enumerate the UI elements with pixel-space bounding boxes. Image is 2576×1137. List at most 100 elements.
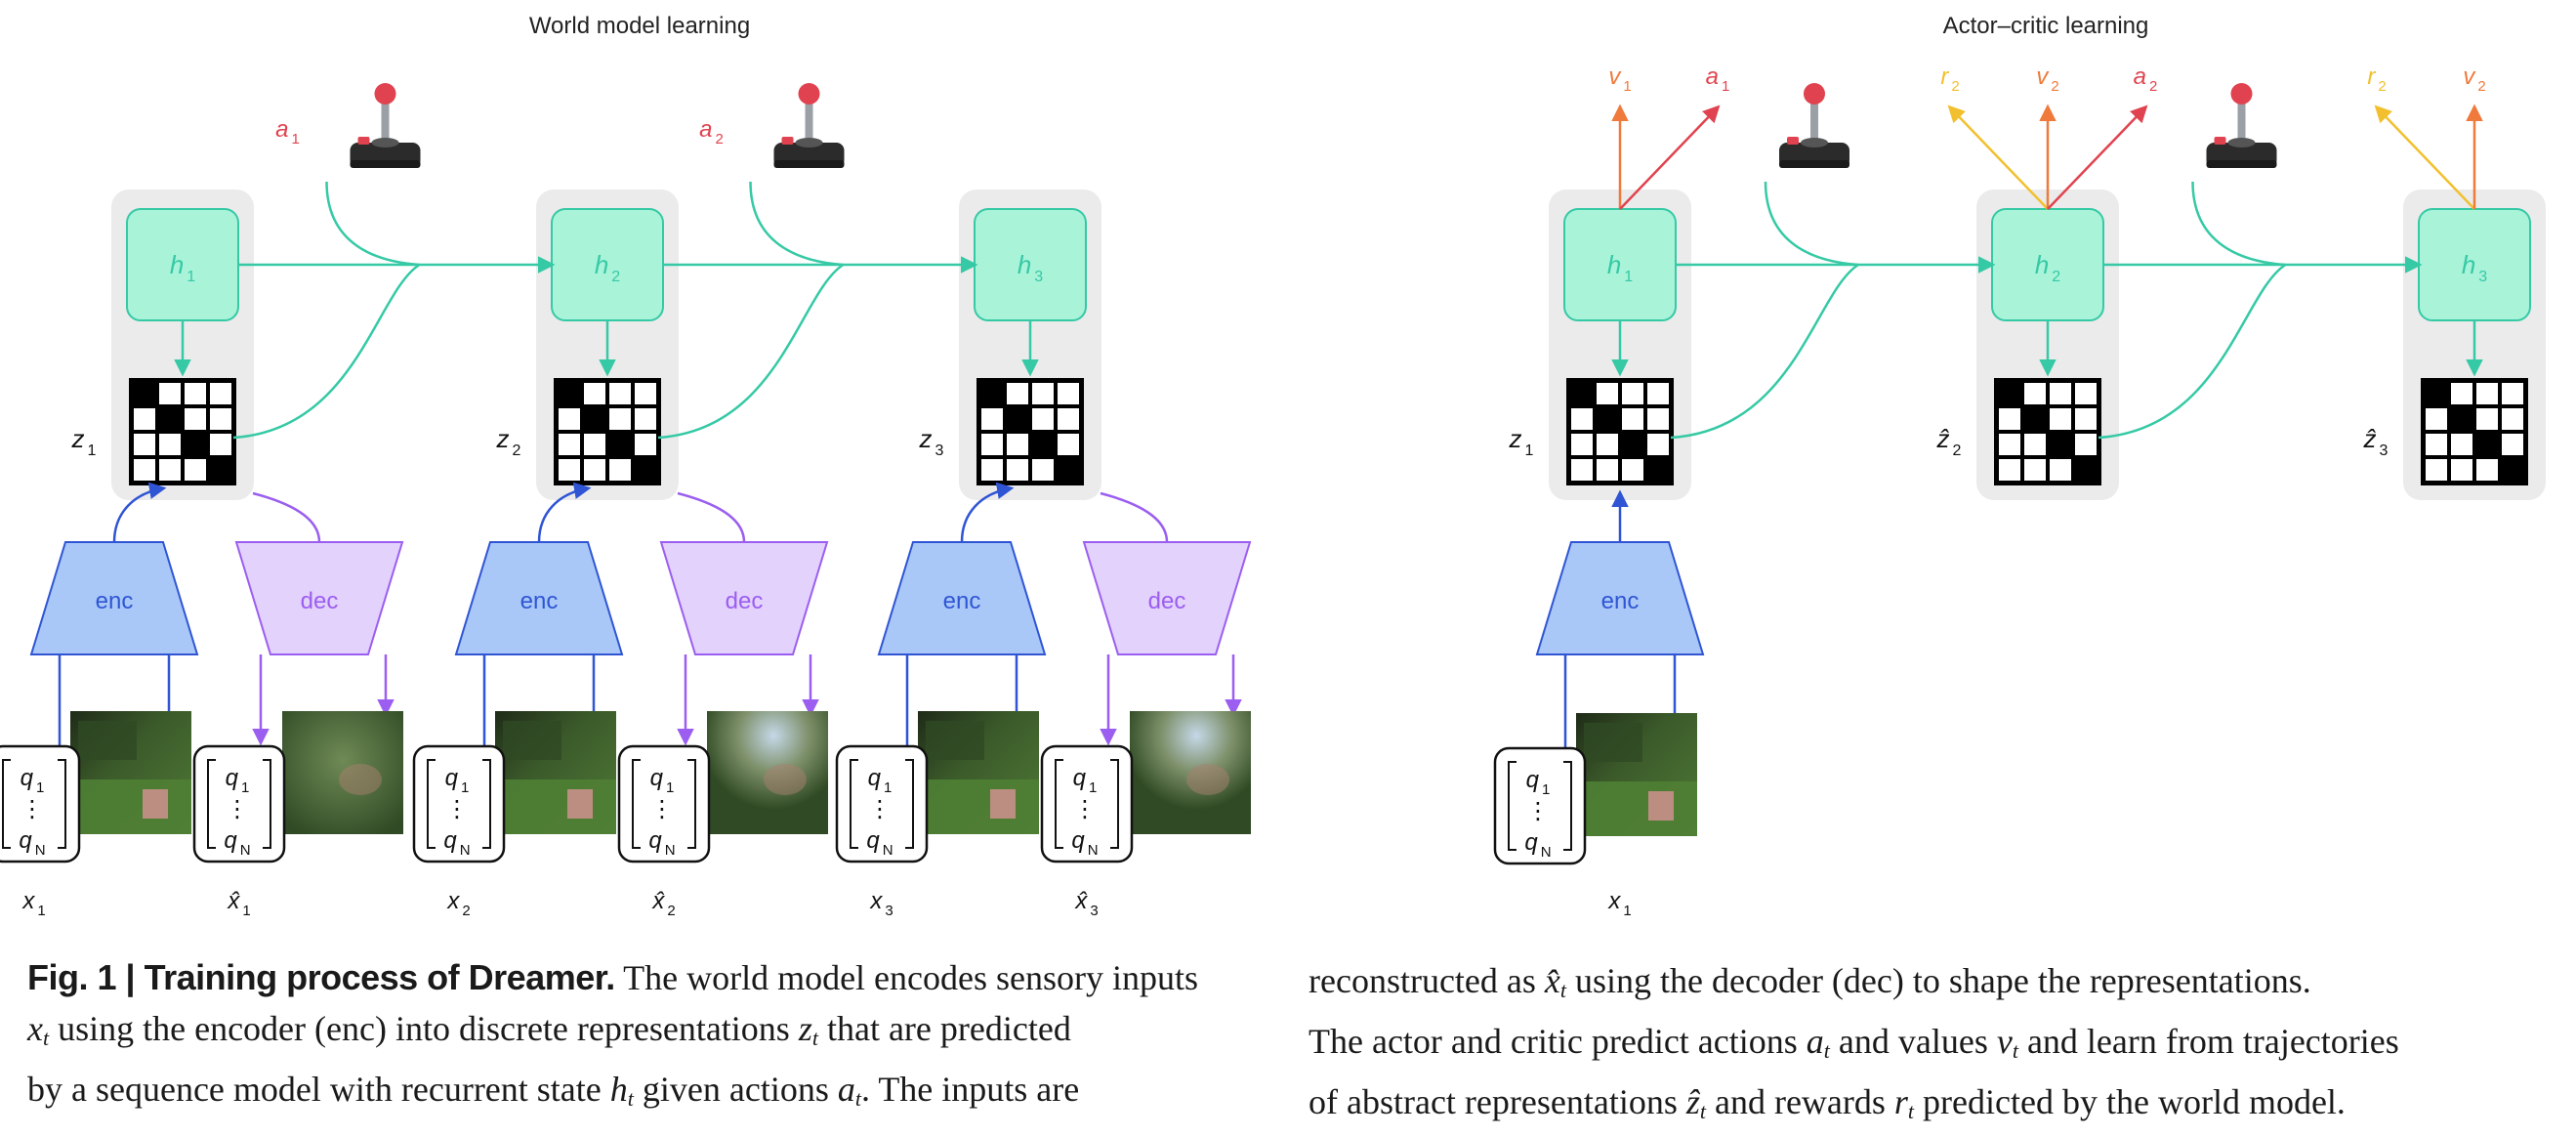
actor-critic-title: Actor–critic learning [1943,13,2149,39]
caption-math: r [1893,1082,1908,1121]
caption-text: and learn from trajectories [2017,1022,2399,1061]
caption-math: a [1806,1022,1824,1061]
caption-text: by a sequence model with recurrent state [27,1070,610,1109]
latent-feed-curve [1670,263,1859,440]
reconstruction-label: x̂3 [1074,888,1098,919]
bracket-right [263,759,271,849]
observation-image [1130,711,1251,834]
caption-math: ẑ [1685,1082,1700,1121]
observation-image [707,711,828,834]
caption-text: that are predicted [817,1009,1071,1048]
bracket-left [2,759,11,849]
caption-text: and rewards [1705,1082,1894,1121]
action-feed-curve [325,181,420,267]
joystick-icon [1779,83,1849,168]
token-dots: ⋮ [1526,797,1550,824]
token-vector-card [617,744,711,863]
bracket-right [482,759,491,849]
caption-math-sub: t [2012,1038,2018,1063]
decoder-label: dec [301,588,339,614]
latent-grid [976,378,1084,485]
observation-image [1576,713,1697,836]
reconstruction-label: x̂2 [651,888,675,919]
latent-grid [1994,378,2101,485]
token-dots: ⋮ [21,795,44,822]
caption-math: h [609,1070,628,1109]
encoder-block [454,541,624,655]
encoder-label: enc [1601,588,1640,614]
token-vector-card [1493,746,1587,865]
action-feed-curve [2191,181,2286,267]
caption-text: reconstructed as [1309,961,1545,1000]
joystick-icon [350,83,421,168]
bracket-left [1055,759,1063,849]
bracket-right [1110,759,1119,849]
caption-math: a [837,1070,855,1109]
latent-grid [554,378,661,485]
observation-image [918,711,1039,834]
caption-text: of abstract representations [1309,1082,1686,1121]
token-dots: ⋮ [445,795,469,822]
token-vector-card [835,744,929,863]
latent-to-decoder-line [252,491,321,543]
caption-math: z [798,1009,812,1048]
encoder-to-latent-arrow [960,482,1015,543]
caption-math-sub: t [854,1086,861,1111]
observation-image [70,711,191,834]
token-vector-card [0,744,81,863]
bracket-right [905,759,914,849]
action-output-arrow [1619,105,1721,210]
action-feed-curve [749,181,844,267]
decoder-label: dec [1148,588,1186,614]
latent-grid [2421,378,2528,485]
joystick-icon [2206,83,2277,168]
action-feed-curve [1764,181,1859,267]
reconstruction-label: x̂1 [227,888,250,919]
latent-to-decoder-line [677,491,746,543]
latent-feed-curve [232,263,421,440]
caption-text: The actor and critic predict actions [1309,1022,1807,1061]
action-output-arrow [2047,105,2148,210]
caption-math: x [27,1009,43,1048]
bracket-left [632,759,641,849]
bracket-right [687,759,696,849]
caption-math: v [1996,1022,2013,1061]
bracket-right [1563,761,1572,851]
latent-grid [1566,378,1674,485]
token-dots: ⋮ [650,795,674,822]
caption-math-sub: t [627,1086,634,1111]
caption-math-sub: t [1823,1038,1830,1063]
decoder-block [1082,541,1252,655]
observation-image [495,711,616,834]
caption-text: using the decoder (dec) to shape the rep… [1566,961,2311,1000]
caption-text: . The inputs are [860,1070,1080,1109]
bracket-left [850,759,858,849]
token-vector-card [412,744,506,863]
decoder-block [659,541,829,655]
